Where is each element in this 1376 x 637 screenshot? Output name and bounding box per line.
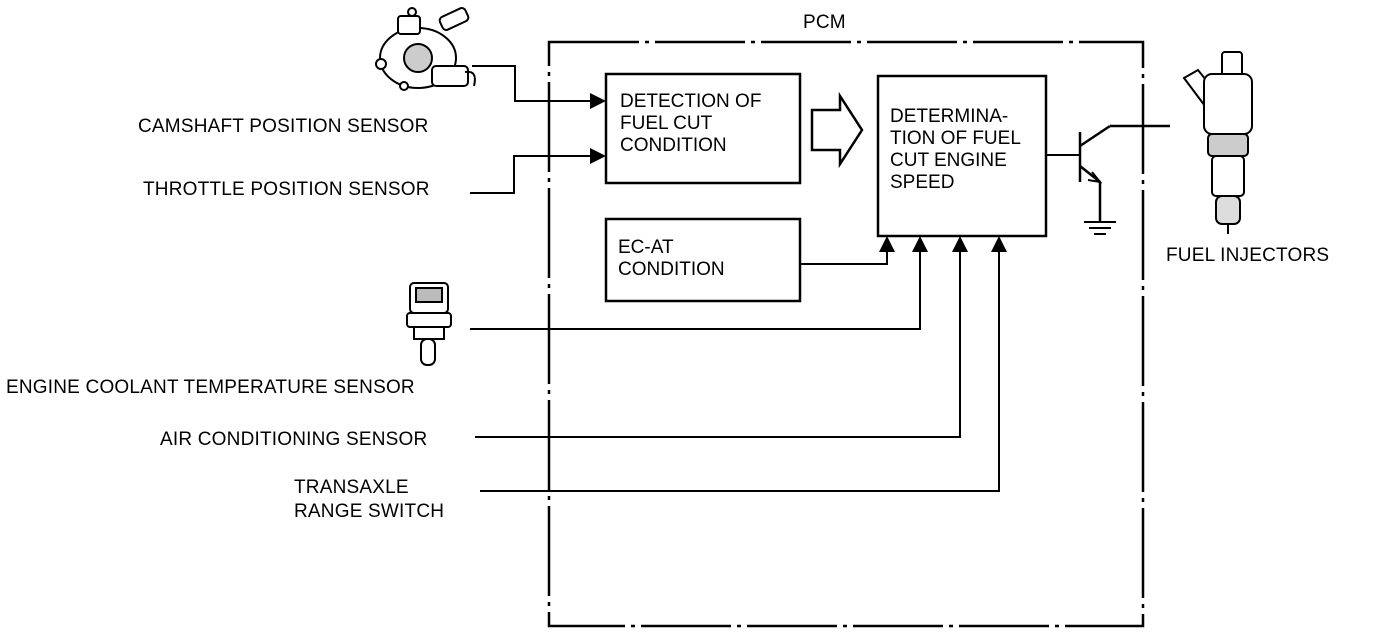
detection-block <box>604 72 802 185</box>
pcm-title: PCM <box>803 12 846 33</box>
camshaft-sensor-icon <box>375 7 476 91</box>
aircon-signal-line <box>475 236 968 438</box>
transaxle-label-line2: RANGE SWITCH <box>294 501 445 522</box>
flow-arrow-icon <box>810 91 864 169</box>
transaxle-signal-line <box>480 236 1007 492</box>
coolant-sensor-icon <box>406 282 452 366</box>
ecat-signal-line <box>800 236 895 265</box>
camshaft-signal-line <box>472 65 606 109</box>
pcm-boundary <box>547 40 1145 628</box>
coolant-signal-line <box>470 236 928 330</box>
throttle-signal-line <box>470 148 606 194</box>
fuel-injector-icon <box>1182 51 1253 234</box>
detection-block-text: DETECTION OF FUEL CUT CONDITION <box>620 91 762 156</box>
ecat-block-text: EC-AT CONDITION <box>618 237 725 280</box>
transaxle-label-line1: TRANSAXLE <box>294 477 409 498</box>
throttle-label: THROTTLE POSITION SENSOR <box>143 179 430 200</box>
camshaft-label: CAMSHAFT POSITION SENSOR <box>138 116 429 137</box>
determination-block-text: DETERMINA- TION OF FUEL CUT ENGINE SPEED <box>890 106 1021 193</box>
ecat-block <box>604 217 802 303</box>
aircon-label: AIR CONDITIONING SENSOR <box>160 429 428 450</box>
transistor-icon <box>1078 124 1170 222</box>
ground-icon <box>1084 221 1116 235</box>
fuel-injectors-label: FUEL INJECTORS <box>1166 245 1330 266</box>
coolant-label: ENGINE COOLANT TEMPERATURE SENSOR <box>6 377 415 398</box>
